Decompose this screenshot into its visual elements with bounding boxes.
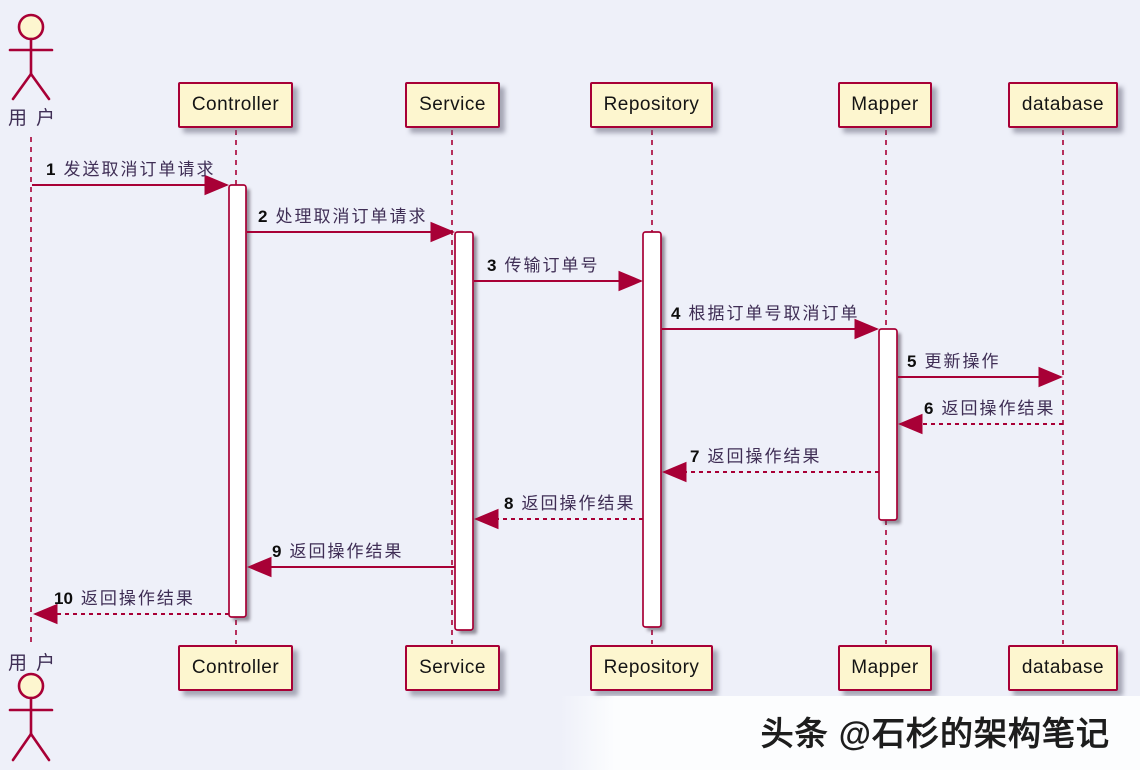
participant-label: database [1021, 657, 1105, 678]
participant-box-database-bottom: database [1008, 645, 1118, 691]
message-text: 返回操作结果 [521, 494, 636, 513]
message-label-9: 9 返回操作结果 [272, 542, 403, 562]
message-number: 1 [46, 160, 56, 179]
actor-icon-top [8, 13, 54, 101]
participant-box-mapper-bottom: Mapper [838, 645, 932, 691]
participant-box-repository-top: Repository [590, 82, 713, 128]
participant-label: Controller [191, 94, 280, 115]
message-text: 返回操作结果 [707, 447, 822, 466]
message-label-7: 7 返回操作结果 [690, 447, 821, 467]
participant-box-repository-bottom: Repository [590, 645, 713, 691]
message-label-8: 8 返回操作结果 [504, 494, 635, 514]
message-number: 8 [504, 494, 514, 513]
message-number: 4 [671, 304, 681, 323]
message-text: 返回操作结果 [941, 399, 1056, 418]
participant-label: Service [419, 657, 486, 678]
message-label-4: 4 根据订单号取消订单 [671, 304, 859, 324]
participant-label: Mapper [851, 94, 919, 115]
message-label-1: 1 发送取消订单请求 [46, 160, 215, 180]
message-number: 7 [690, 447, 700, 466]
message-label-2: 2 处理取消订单请求 [258, 207, 427, 227]
participant-label: Mapper [851, 657, 919, 678]
participant-label: Repository [603, 94, 700, 115]
message-text: 传输订单号 [504, 256, 600, 275]
participant-box-mapper-top: Mapper [838, 82, 932, 128]
participant-box-service-top: Service [405, 82, 500, 128]
participant-box-controller-bottom: Controller [178, 645, 293, 691]
message-label-3: 3 传输订单号 [487, 256, 599, 276]
watermark-background [560, 696, 1140, 770]
lifelines [30, 130, 1064, 647]
message-label-6: 6 返回操作结果 [924, 399, 1055, 419]
actor-icon-bottom [8, 672, 54, 762]
message-number: 5 [907, 352, 917, 371]
message-text: 返回操作结果 [289, 542, 404, 561]
participant-label: Repository [603, 657, 700, 678]
participant-label: database [1021, 94, 1105, 115]
participant-label: Service [419, 94, 486, 115]
activation-bars [228, 184, 898, 631]
activation-service [454, 231, 474, 631]
message-arrows [32, 174, 1064, 625]
message-number: 10 [54, 589, 73, 608]
watermark: 头条 @石杉的架构笔记 [760, 715, 1110, 752]
message-text: 更新操作 [924, 352, 1001, 371]
participant-box-database-top: database [1008, 82, 1118, 128]
message-number: 3 [487, 256, 497, 275]
message-text: 根据订单号取消订单 [688, 304, 860, 323]
message-number: 9 [272, 542, 282, 561]
participant-box-service-bottom: Service [405, 645, 500, 691]
actor-label-bottom: 用户 [8, 653, 65, 674]
actor-label-top: 用户 [8, 108, 65, 129]
activation-repository [642, 231, 662, 628]
message-number: 2 [258, 207, 268, 226]
message-text: 返回操作结果 [80, 589, 195, 608]
message-text: 处理取消订单请求 [275, 207, 428, 226]
participant-box-controller-top: Controller [178, 82, 293, 128]
message-number: 6 [924, 399, 934, 418]
activation-mapper [878, 328, 898, 521]
activation-controller [228, 184, 247, 618]
message-text: 发送取消订单请求 [63, 160, 216, 179]
message-label-5: 5 更新操作 [907, 352, 1000, 372]
participant-label: Controller [191, 657, 280, 678]
message-label-10: 10 返回操作结果 [54, 589, 195, 609]
